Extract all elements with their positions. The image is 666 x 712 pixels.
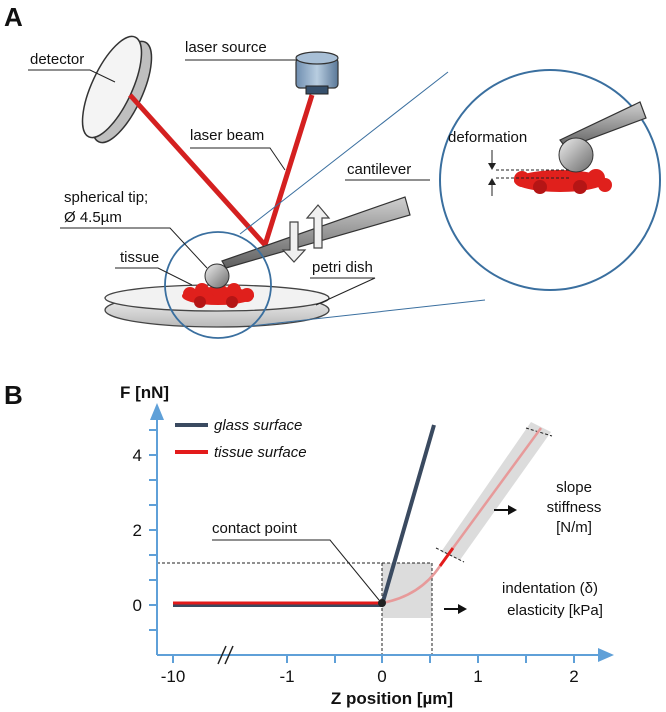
zoom-circle-small (164, 231, 272, 339)
legend-tissue-label: tissue surface (214, 444, 307, 461)
x-tick-0: 0 (377, 667, 386, 686)
axis-ticks (149, 429, 575, 663)
cantilever-label: cantilever (347, 161, 411, 178)
tissue-label: tissue (120, 249, 159, 266)
y-tick-2: 2 (133, 521, 142, 540)
detector-label: detector (30, 51, 84, 68)
x-tick--1: -1 (279, 667, 294, 686)
tip-diameter-label: Ø 4.5µm (64, 209, 122, 226)
guide-lines (157, 427, 553, 655)
y-tick-4: 4 (133, 446, 142, 465)
indentation-region (382, 563, 432, 618)
laser-source-icon (295, 51, 339, 95)
petri-dish-icon (104, 284, 330, 328)
elasticity-arrow-icon (444, 604, 467, 614)
panel-a-label: A (4, 2, 23, 32)
spherical-tip-label: spherical tip; (64, 189, 148, 206)
laser-beam-reflected (128, 93, 267, 247)
x-tick--10: -10 (161, 667, 186, 686)
tissue-surface-nonlinear (381, 565, 442, 605)
y-axis-title: F [nN] (120, 383, 169, 402)
detector-icon (81, 35, 153, 144)
tissue-surface-transition (438, 547, 455, 567)
spherical-tip-icon (204, 263, 230, 289)
laser-beam-incident (262, 94, 315, 246)
zoom-tip-icon (558, 137, 594, 173)
movement-arrows-icon (281, 204, 331, 263)
stiffness-label: stiffness (547, 499, 602, 516)
legend: glass surface tissue surface (175, 417, 307, 461)
indentation-label: indentation (δ) (502, 580, 598, 597)
stiffness-unit-label: [N/m] (556, 519, 592, 536)
zoom-tissue-icon (514, 169, 612, 194)
axis-break-icon (217, 645, 234, 665)
laser-beam-label: laser beam (190, 127, 264, 144)
callout-lines (28, 59, 430, 306)
tissue-surface-linear (451, 427, 543, 549)
zoom-connector-top (239, 71, 449, 235)
stiffness-arrow-icon (494, 505, 517, 515)
zoom-connector-bottom (250, 299, 486, 327)
legend-glass-label: glass surface (214, 417, 302, 434)
petri-dish-label: petri dish (312, 259, 373, 276)
x-tick-2: 2 (569, 667, 578, 686)
tissue-icon (182, 281, 254, 308)
contact-point-callout (212, 539, 380, 601)
elasticity-label: elasticity [kPa] (507, 602, 603, 619)
laser-source-label: laser source (185, 39, 267, 56)
slope-label: slope (556, 479, 592, 496)
x-tick-1: 1 (473, 667, 482, 686)
panel-b-label: B (4, 380, 23, 410)
contact-point-label: contact point (212, 520, 298, 537)
y-tick-0: 0 (133, 596, 142, 615)
deformation-label: deformation (448, 129, 527, 146)
x-axis-title: Z position [µm] (331, 689, 453, 708)
contact-point-marker (378, 599, 386, 607)
deformation-marker (488, 150, 570, 196)
